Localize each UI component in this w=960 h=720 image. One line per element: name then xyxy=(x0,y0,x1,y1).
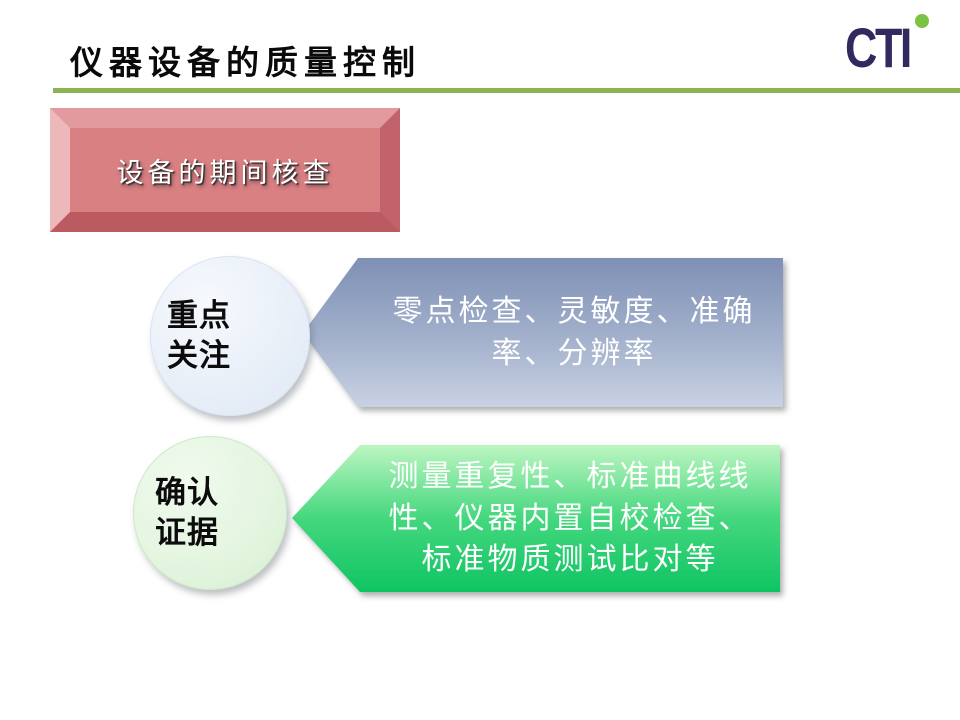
evidence-arrow-text: 测量重复性、标准曲线线 性、仪器内置自校检查、 标准物质测试比对等 xyxy=(360,445,780,592)
page-title: 仪器设备的质量控制 xyxy=(70,46,421,82)
title-underline-rule xyxy=(53,88,960,93)
green-chevron-arrow-shape xyxy=(292,445,780,592)
focus-circle-text: 重点 关注 xyxy=(151,296,231,377)
focus-circle: 重点 关注 xyxy=(150,256,310,416)
blue-chevron-arrow-shape xyxy=(303,258,783,407)
evidence-arrow-line3: 标准物质测试比对等 xyxy=(421,543,719,577)
focus-arrow-line2: 率、分辨率 xyxy=(491,336,657,370)
evidence-circle: 确认 证据 xyxy=(133,436,287,590)
cti-logo: CTI xyxy=(845,8,945,80)
evidence-arrow-line2: 性、仪器内置自校检查、 xyxy=(388,501,752,535)
evidence-circle-line2: 证据 xyxy=(155,515,219,550)
evidence-circle-line1: 确认 xyxy=(155,474,219,510)
evidence-circle-text: 确认 证据 xyxy=(134,473,219,554)
period-check-label: 设备的期间核查 xyxy=(116,157,334,188)
period-check-header-box: 设备的期间核查 xyxy=(50,108,400,232)
cti-logo-text: CTI xyxy=(845,16,912,79)
focus-arrow-text: 零点检查、灵敏度、准确 率、分辨率 xyxy=(365,258,783,407)
logo-dot-icon xyxy=(915,14,929,28)
evidence-arrow-line1: 测量重复性、标准曲线线 xyxy=(388,460,752,494)
focus-circle-line2: 关注 xyxy=(167,338,231,373)
focus-arrow-line1: 零点检查、灵敏度、准确 xyxy=(392,295,756,329)
focus-circle-line1: 重点 xyxy=(167,297,231,333)
